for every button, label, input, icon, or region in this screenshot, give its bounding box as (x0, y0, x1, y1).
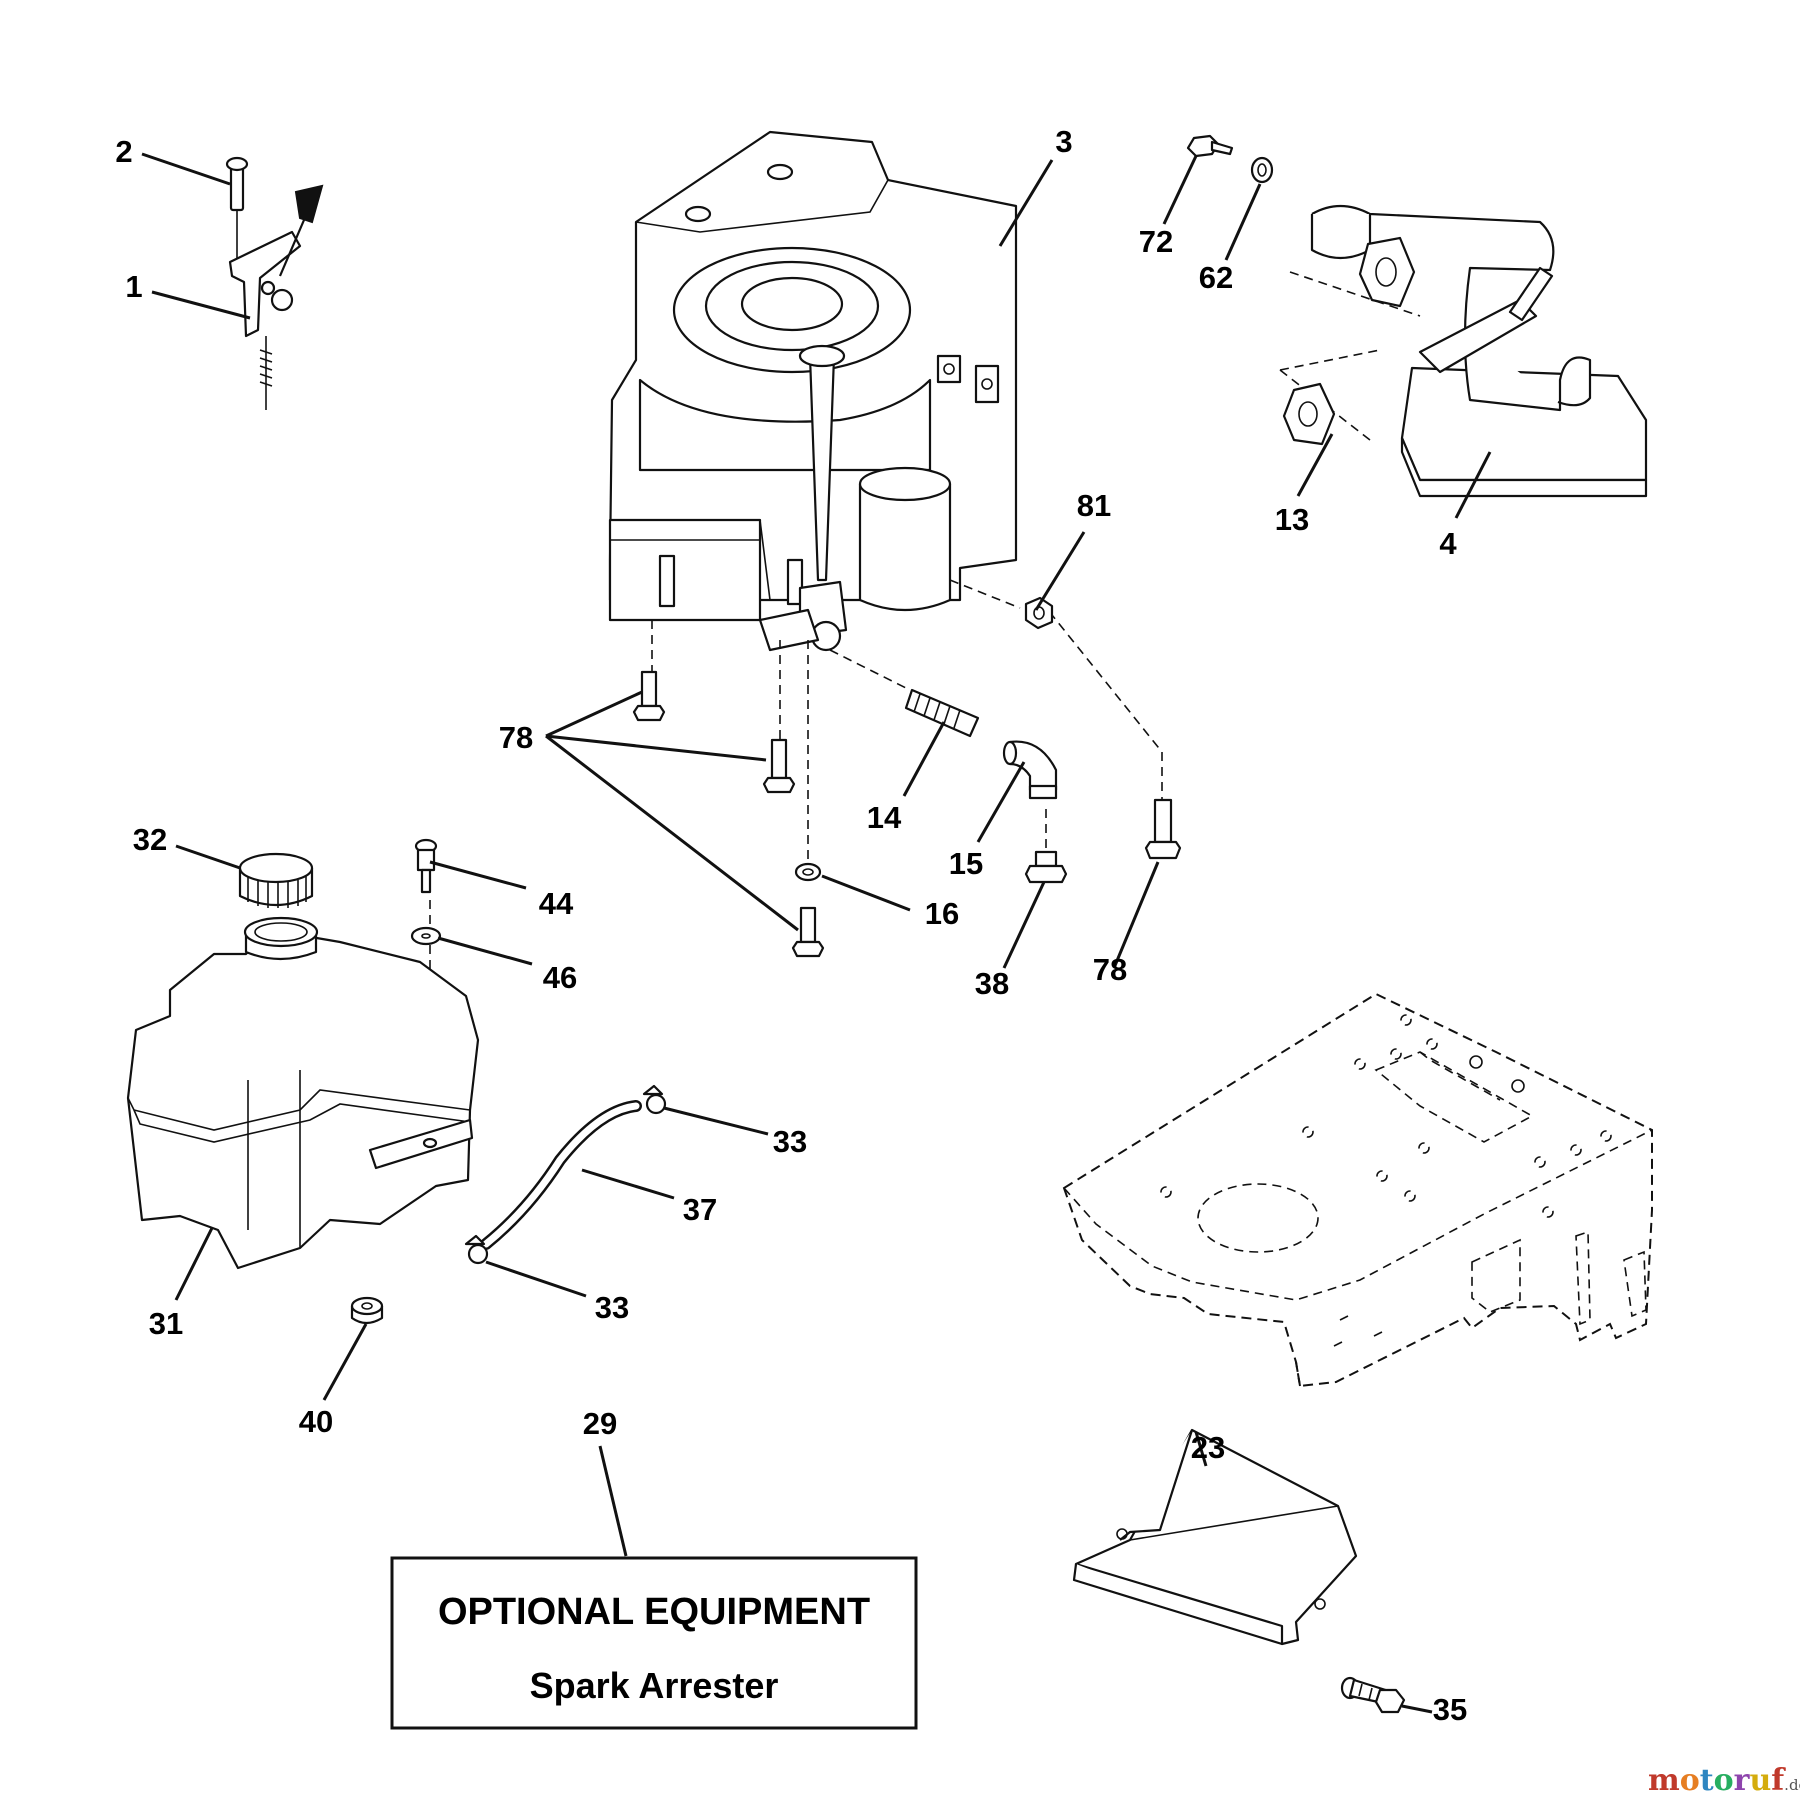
bolt-72 (1186, 134, 1234, 158)
watermark-letter: u (1749, 1763, 1771, 1798)
callout-37: 37 (683, 1192, 717, 1227)
callout-35: 35 (1433, 1692, 1467, 1727)
elbow-15 (1002, 740, 1058, 800)
engine (608, 130, 1018, 652)
hose-clamp-33-upper (642, 1084, 667, 1115)
bolt-78-b (762, 738, 796, 794)
nipple-14 (904, 688, 980, 738)
callout-62: 62 (1199, 260, 1233, 295)
leader-lines (141, 152, 1492, 1714)
watermark-letter: o (1714, 1763, 1734, 1798)
nut-81 (1024, 596, 1054, 630)
callout-3: 3 (1055, 124, 1072, 159)
fuel-tank (126, 916, 480, 1270)
callout-16: 16 (925, 896, 959, 931)
callout-labels: 1 2 3 72 62 13 4 81 78 14 15 16 38 78 32… (115, 124, 1467, 1727)
callout-2: 2 (115, 134, 132, 169)
heat-shield-23 (1072, 1428, 1358, 1646)
optional-equipment-title: OPTIONAL EQUIPMENT (438, 1591, 870, 1633)
callout-81: 81 (1077, 488, 1111, 523)
callout-78-left: 78 (499, 720, 533, 755)
callout-1: 1 (125, 269, 142, 304)
screw-35 (1340, 1676, 1406, 1714)
star-washer-16 (794, 862, 822, 882)
lock-washer-62 (1250, 156, 1274, 184)
optional-equipment-subtitle: Spark Arrester (530, 1665, 779, 1706)
muffler (1310, 204, 1648, 498)
frame-phantom (1062, 992, 1653, 1388)
watermark-letter: t (1700, 1763, 1714, 1798)
callout-31: 31 (149, 1306, 183, 1341)
callout-32: 32 (133, 822, 167, 857)
watermark-logo: motoruf.de (1648, 1763, 1800, 1798)
fuel-cap-32 (238, 852, 314, 908)
svg-text:motoruf.de: motoruf.de (1648, 1763, 1800, 1798)
watermark-letter: m (1648, 1763, 1680, 1798)
optional-equipment-box: OPTIONAL EQUIPMENT Spark Arrester (390, 1556, 918, 1730)
fuel-line-37 (480, 1100, 642, 1250)
hose-clamp-33-lower (464, 1234, 489, 1265)
callout-46: 46 (543, 960, 577, 995)
callout-13: 13 (1275, 502, 1309, 537)
callout-29: 29 (583, 1406, 617, 1441)
callout-4: 4 (1439, 526, 1457, 561)
bolt-78-d (1144, 798, 1182, 860)
watermark-letter: o (1680, 1763, 1700, 1798)
drain-plug-38 (1024, 850, 1068, 884)
bushing-40 (350, 1296, 384, 1325)
watermark-letter: f (1771, 1763, 1786, 1798)
callout-15: 15 (949, 846, 983, 881)
watermark-letter: r (1734, 1763, 1751, 1798)
callout-40: 40 (299, 1404, 333, 1439)
bolt-78-a (632, 670, 666, 722)
exhaust-gasket (1282, 382, 1336, 446)
callout-23: 23 (1191, 1430, 1225, 1465)
screw-44 (414, 838, 438, 894)
callout-38: 38 (975, 966, 1009, 1001)
bolt-78-c (791, 906, 825, 958)
callout-78-right: 78 (1093, 952, 1127, 987)
washer-46 (410, 926, 442, 946)
watermark-tld: .de (1784, 1776, 1800, 1794)
callout-33-upper: 33 (773, 1124, 807, 1159)
callout-14: 14 (867, 800, 902, 835)
callout-44: 44 (539, 886, 574, 921)
throttle-control (225, 156, 324, 410)
callout-33-lower: 33 (595, 1290, 629, 1325)
callout-72: 72 (1139, 224, 1173, 259)
